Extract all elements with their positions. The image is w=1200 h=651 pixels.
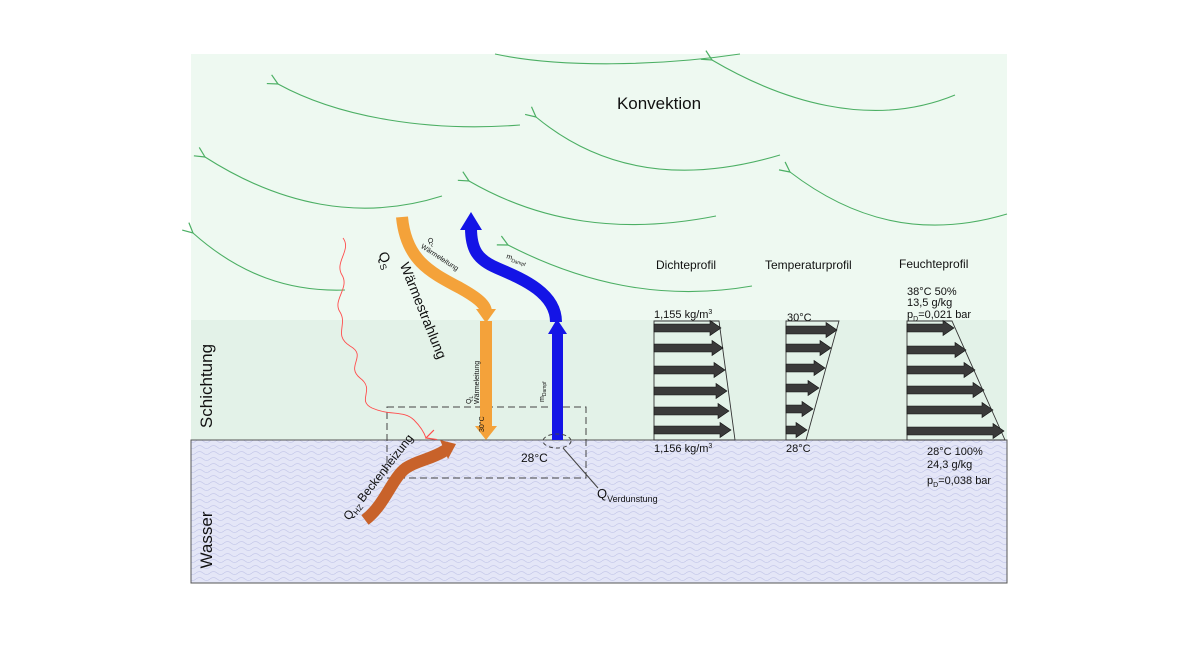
svg-text:mDampf: mDampf: [505, 253, 528, 268]
profile-arrow: [785, 359, 826, 377]
conduction-label-layer: QL Wärmeleitung: [466, 361, 481, 404]
svg-text:QL: QL: [466, 396, 475, 404]
temperature-profile-outline: [785, 320, 840, 441]
humidity-bottom-line2: 24,3 g/kg: [927, 459, 972, 471]
vapor-arrow-lower: [552, 332, 563, 440]
evaporation-marker: [542, 433, 572, 449]
conduction-arrow-lower-head: [475, 426, 497, 440]
humidity-profile-outline: [906, 320, 1006, 441]
humidity-top-line3: pD=0,021 bar: [907, 309, 971, 323]
convection-arrow: [508, 245, 753, 293]
convection-arrow: [278, 84, 521, 128]
profile-arrow: [653, 319, 722, 337]
profile-arrow: [785, 339, 832, 357]
pool-heating-arrow: [361, 444, 450, 525]
conduction-arrow-lower: [480, 321, 492, 427]
profile-arrow: [906, 341, 967, 359]
profile-arrow: [653, 421, 732, 439]
density-profile-outline: [653, 320, 736, 441]
vapor-arrow-lower-head: [548, 319, 567, 334]
humidity-profile-title: Feuchteprofil: [899, 257, 968, 271]
humidity-top-line1: 38°C 50%: [907, 286, 957, 298]
temperature-profile: Temperaturprofil 30°C 28°C: [765, 258, 852, 455]
profile-arrow: [653, 382, 728, 400]
vapor-label-upper: mDampf: [505, 253, 528, 268]
profile-arrow: [906, 319, 955, 337]
evaporation-leader: [562, 447, 599, 489]
profile-arrow: [906, 422, 1005, 440]
radiation-wave: [337, 237, 426, 438]
layer-temp-label: 30°C: [478, 416, 486, 432]
pool-heating-arrow-head: [440, 440, 456, 459]
convection-arrow: [536, 117, 781, 171]
profile-arrow: [906, 401, 994, 419]
profile-arrow: [906, 381, 985, 399]
convection-arrow: [205, 157, 443, 209]
layer-label: Schichtung: [197, 344, 216, 428]
temperature-bottom-label: 28°C: [786, 443, 811, 455]
humidity-top-line2: 13,5 g/kg: [907, 297, 952, 309]
temperature-profile-title: Temperaturprofil: [765, 258, 852, 272]
profile-arrow: [653, 402, 730, 420]
profile-arrow: [653, 339, 724, 357]
water-border: [190, 439, 1008, 584]
density-top-label: 1,155 kg/m3: [654, 309, 712, 321]
profile-arrow: [906, 361, 976, 379]
svg-text:QL: QL: [425, 237, 437, 249]
water-wave-texture: [191, 440, 1007, 583]
evaporation-label: QVerdunstung: [597, 486, 658, 504]
humidity-profile: Feuchteprofil 38°C 50% 13,5 g/kg pD=0,02…: [899, 257, 1006, 489]
density-profile-title: Dichteprofil: [656, 258, 716, 272]
profile-arrow: [785, 321, 838, 339]
svg-text:Wärmeleitung: Wärmeleitung: [474, 361, 481, 404]
convection-label: Konvektion: [617, 94, 701, 113]
humidity-bottom-line3: pD=0,038 bar: [927, 475, 991, 489]
vapor-arrow-upper-head: [460, 212, 482, 230]
conduction-arrow-upper-head: [476, 309, 496, 323]
profile-arrow: [785, 421, 808, 439]
profile-arrow: [785, 379, 820, 397]
convection-arrow: [712, 60, 956, 111]
conduction-arrow-upper: [396, 216, 492, 313]
convection-arrow: [469, 181, 717, 226]
vapor-arrow-upper: [465, 227, 562, 323]
convection-arrows: [193, 54, 1008, 293]
humidity-bottom-line1: 28°C 100%: [927, 446, 983, 458]
convection-zone: [191, 54, 1007, 320]
convection-arrow: [193, 233, 346, 291]
surface-temp-label: 28°C: [521, 451, 548, 465]
profile-arrow: [785, 400, 814, 418]
density-bottom-label: 1,156 kg/m3: [654, 443, 712, 455]
profile-arrow: [653, 361, 726, 379]
temperature-top-label: 30°C: [787, 312, 812, 324]
layer-zone: [191, 320, 1007, 440]
convection-arrow: [790, 172, 1008, 226]
water-label: Wasser: [197, 511, 216, 568]
svg-text:mDampf: mDampf: [539, 381, 548, 402]
vapor-label-layer: mDampf: [539, 381, 548, 402]
density-profile: Dichteprofil 1,155 kg/m3 1,156 kg/m3: [653, 258, 736, 455]
